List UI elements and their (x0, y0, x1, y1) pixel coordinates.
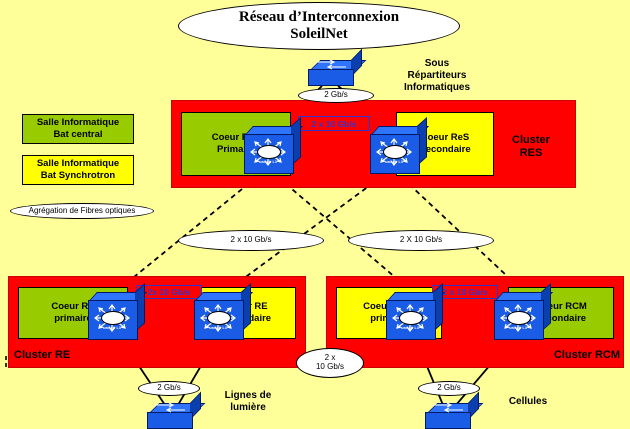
route-left-edge (5, 354, 110, 367)
router-disc-icon (257, 145, 281, 159)
bubble-res-to-rcm-speed: 2 X 10 Gb/s (348, 230, 494, 251)
room-re-primary-line-2: primaire (54, 313, 92, 324)
router-rcm-secondary[interactable]: switch L3 (494, 282, 554, 340)
switch-cellules[interactable] (425, 391, 484, 429)
legend-item-bat-synchrotron: Salle Informatique Bat Synchrotron (22, 155, 134, 185)
router-label: switch L3 (384, 160, 404, 164)
router-res-primary[interactable]: switch L3 (244, 116, 304, 174)
router-disc-icon (399, 311, 423, 325)
switch-front-face (147, 412, 193, 429)
room-res-primary-line-2: Primaire (216, 144, 256, 155)
cluster-re-label: Cluster RE (14, 349, 71, 361)
sous-repartiteurs-line-1: Sous (424, 58, 450, 69)
label-lignes-de-lumiere: Lignes de lumière (196, 390, 300, 414)
fiber-res-p-to-re-p (117, 171, 264, 291)
router-label: switch L3 (208, 326, 228, 330)
room-rcm-secondary-line-1: Coeur RCM (535, 301, 587, 313)
title-line-1: Réseau d’Interconnexion (238, 9, 400, 26)
router-label: switch L3 (508, 326, 528, 330)
router-label: switch L3 (400, 326, 420, 330)
room-res-primary-line-1: Coeur ReS (211, 132, 261, 144)
fiber-res-p-to-rcm-p (271, 171, 411, 291)
legend-bat-synchrotron-line-1: Salle Informatique (36, 158, 120, 170)
legend-bat-synchrotron-line-2: Bat Synchrotron (40, 170, 116, 181)
legend-item-bat-central: Salle Informatique Bat central (22, 114, 134, 144)
switch-arrows-icon (316, 59, 346, 70)
title-line-2: SoleilNet (290, 26, 348, 42)
router-re-primary[interactable]: switch L3 (88, 282, 148, 340)
bubble-bottom-left-uplink: 2 Gb/s (138, 381, 200, 396)
cluster-res-label: Cluster RES (500, 134, 562, 159)
lignes-lumiere-line-2: lumière (230, 402, 266, 413)
label-cellules: Cellules (508, 396, 548, 407)
router-res-secondary[interactable]: switch L3 (370, 116, 430, 174)
fiber-res-s-to-re-s (227, 171, 389, 291)
router-label: switch L3 (102, 326, 122, 330)
switch-arrows-icon (155, 402, 185, 413)
switch-front-face (425, 412, 471, 429)
cluster-res-label-line-1: Cluster (512, 134, 550, 146)
bubble-bottom-right-uplink: 2 Gb/s (418, 381, 480, 396)
router-disc-icon (507, 311, 531, 325)
switch-arrows-icon (433, 402, 463, 413)
router-rcm-primary[interactable]: switch L3 (386, 282, 446, 340)
cluster-rcm-label: Cluster RCM (553, 349, 620, 361)
switch-front-face (308, 69, 354, 86)
bubble-re-to-rcm-speed: 2 x 10 Gb/s (296, 348, 364, 378)
diagram-title: Réseau d’Interconnexion SoleilNet (178, 2, 460, 50)
label-sous-repartiteurs: Sous Répartiteurs Informatiques (378, 58, 496, 94)
speed-tag-res-interlink: 2 x 10 Gb/s (298, 116, 370, 131)
lignes-lumiere-line-1: Lignes de (224, 390, 272, 401)
room-res-secondary-line-1: Coeur ReS (420, 132, 470, 144)
room-re-primary-line-1: Coeur RE (51, 301, 95, 313)
legend-bat-central-line-2: Bat central (53, 129, 103, 140)
router-label: switch L3 (258, 160, 278, 164)
sous-repartiteurs-line-2: Répartiteurs (407, 70, 467, 81)
fiber-res-s-to-rcm-s (395, 171, 523, 291)
router-disc-icon (383, 145, 407, 159)
sous-repartiteurs-line-3: Informatiques (403, 82, 471, 93)
cluster-res-label-line-2: RES (519, 146, 543, 159)
bubble-re-rcm-line-2: 10 Gb/s (315, 362, 344, 371)
router-disc-icon (101, 311, 125, 325)
bubble-res-to-re-speed: 2 x 10 Gb/s (178, 230, 324, 251)
router-disc-icon (207, 311, 231, 325)
legend-bat-central-line-1: Salle Informatique (36, 117, 120, 129)
bubble-re-rcm-line-1: 2 x (324, 353, 336, 363)
legend-fiber-aggregation: Agrégation de Fibres optiques (10, 203, 154, 219)
bubble-top-uplink-speed: 2 Gb/s (298, 88, 374, 103)
room-res-secondary-line-2: Secondaire (419, 144, 471, 155)
room-rcm-secondary-line-2: secondaire (535, 313, 587, 324)
router-re-secondary[interactable]: switch L3 (194, 282, 254, 340)
switch-top[interactable] (308, 48, 367, 86)
dashed-fiber-links (117, 171, 523, 291)
speed-tag-rcm-interlink: 2 x 10 Gb/s (432, 285, 498, 299)
switch-lignes-lumiere[interactable] (147, 391, 206, 429)
